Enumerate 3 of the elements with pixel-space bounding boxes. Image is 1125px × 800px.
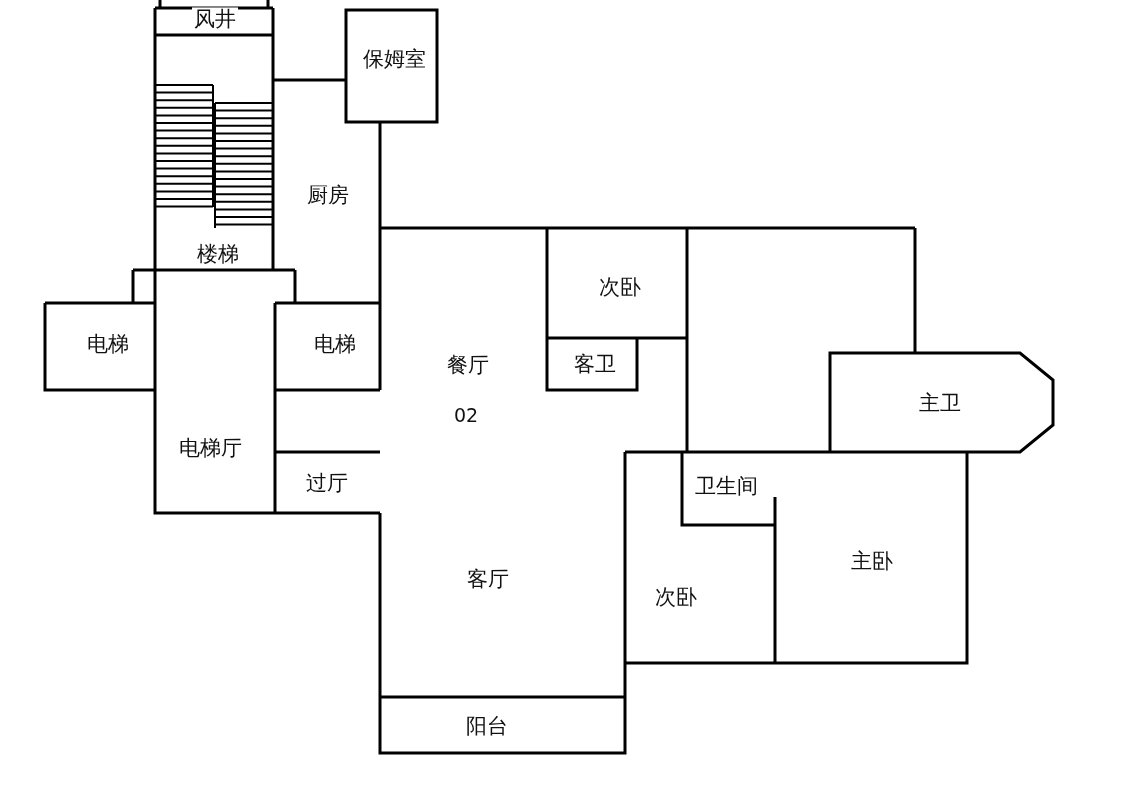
room-label: 次卧: [653, 585, 699, 611]
room-label: 次卧: [597, 275, 643, 301]
room-number: 02: [453, 404, 479, 426]
